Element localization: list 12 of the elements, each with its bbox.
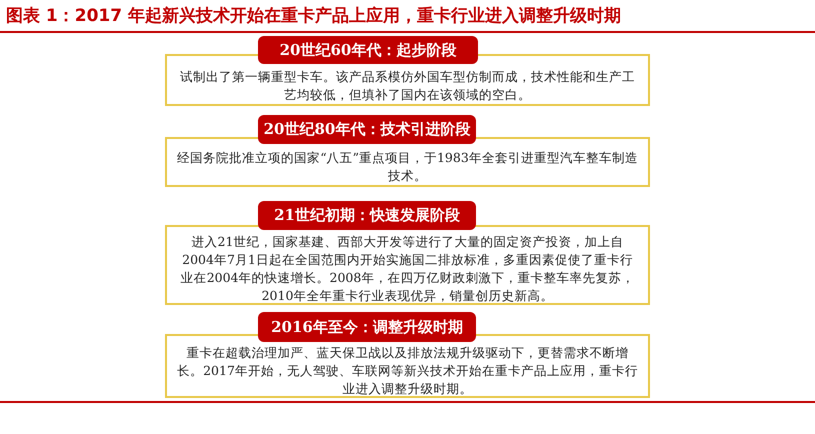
stage-heading: 2016年至今：调整升级时期 bbox=[258, 312, 476, 342]
chart-title: 图表 1：2017 年起新兴技术开始在重卡产品上应用，重卡行业进入调整升级时期 bbox=[6, 5, 621, 27]
description-text: 经国务院批准立项的国家“八五”重点项目，于1983年全套引进重型汽车整车制造技术。 bbox=[176, 149, 639, 185]
description-text: 进入21世纪，国家基建、西部大开发等进行了大量的固定资产投资，加上自2004年7月1日起在全国范围内开始实施国二排放标准，多重因素促使了重卡行业在2004年的快速增长。2008年，在四万亿财政刺激下，重卡整车率先复苏，2010年全年重卡行业表现优异，销量创历史新高。 bbox=[180, 233, 636, 305]
description-text: 试制出了第一辆重型卡车。该产品系模仿外国车型仿制而成，技术性能和生产工艺均较低，但填补了国内在该领域的空白。 bbox=[179, 68, 636, 104]
description-box bbox=[165, 137, 650, 187]
stage-heading: 21世纪初期：快速发展阶段 bbox=[258, 201, 476, 230]
description-text: 重卡在超载治理加严、蓝天保卫战以及排放法规升级驱动下，更替需求不断增长。2017年开始，无人驾驶、车联网等新兴技术开始在重卡产品上应用，重卡行业进入调整升级时期。 bbox=[176, 344, 639, 398]
description-box bbox=[165, 334, 650, 398]
stage-heading: 20世纪80年代：技术引进阶段 bbox=[258, 115, 476, 144]
stage-heading: 20世纪60年代：起步阶段 bbox=[258, 36, 478, 64]
description-box bbox=[165, 225, 650, 305]
